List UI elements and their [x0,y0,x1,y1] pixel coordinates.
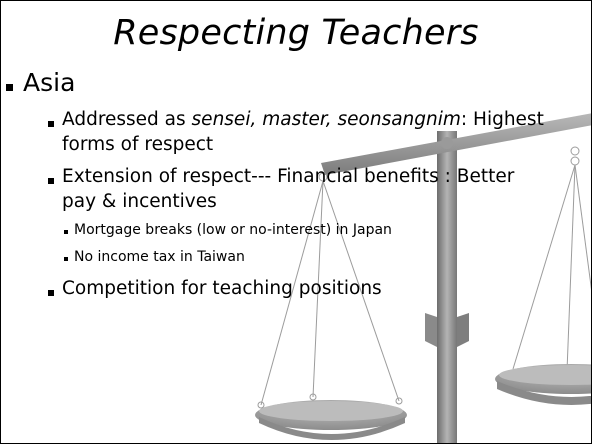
bullet-marker [48,121,54,127]
slide-title: Respecting Teachers [113,13,479,53]
bullet-competition: Competition for teaching positions [62,278,382,299]
left-pan [255,393,407,440]
addressed-terms: sensei, master, seonsangnim [191,109,461,130]
bullet-marker [48,290,54,296]
bullet-marker [48,178,54,184]
scale-pole [425,131,469,443]
bullet-tax: No income tax in Taiwan [74,249,245,265]
left-pan-chains [260,172,400,406]
bullet-marker [6,84,13,91]
bullet-asia: Asia [23,68,76,97]
bullet-mortgage: Mortgage breaks (low or no-interest) in … [74,222,392,238]
bullet-marker [64,257,68,261]
right-pan-chains [512,146,591,372]
addressed-suffix: : Highest [460,109,544,130]
bullet-addressed: Addressed as sensei, master, seonsangnim… [62,108,544,132]
scale-beam [321,113,591,175]
right-pan [495,364,591,405]
bullet-addressed-continuation: forms of respect [62,134,214,155]
addressed-prefix: Addressed as [62,109,192,130]
bullet-marker [64,230,68,234]
bullet-extension-continuation: pay & incentives [62,191,217,212]
bullet-extension: Extension of respect--- Financial benefi… [62,166,515,187]
